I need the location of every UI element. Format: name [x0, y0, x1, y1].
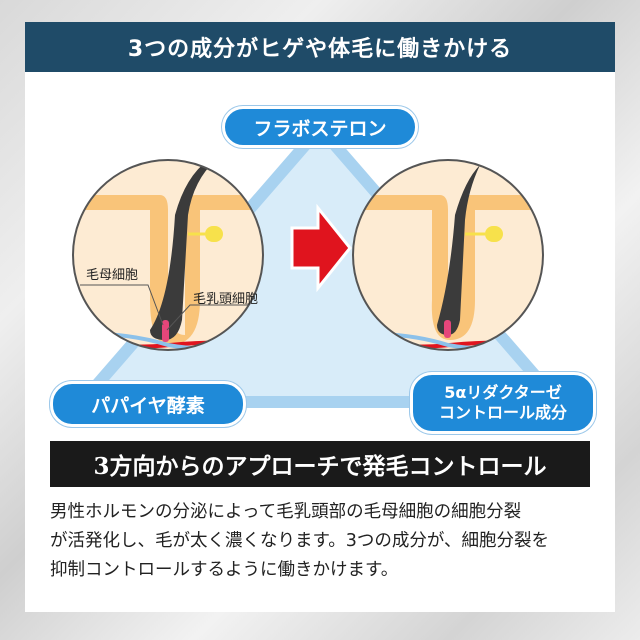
component-label-line1: 5αリダクターゼ — [444, 383, 562, 402]
arrow-right-icon — [290, 203, 352, 293]
approach-banner: 3方向からのアプローチで発毛コントロール — [50, 441, 590, 487]
hair-circle-before — [73, 160, 263, 350]
description-line: が活発化し、毛が太く濃くなります。3つの成分が、細胞分裂を — [50, 531, 550, 551]
page-title: 3つの成分がヒゲや体毛に働きかける — [25, 22, 615, 72]
label-hair-matrix-cell: 毛母細胞 — [86, 268, 139, 283]
component-5a-reductase-control: 5αリダクターゼ コントロール成分 — [410, 372, 596, 434]
component-label: フラボステロン — [253, 117, 387, 140]
component-flavosterone: フラボステロン — [222, 106, 418, 148]
description: 男性ホルモンの分泌によって毛乳頭部の毛母細胞の細胞分裂 が活発化し、毛が太く濃く… — [50, 498, 600, 585]
label-dermal-papilla-cell: 毛乳頭細胞 — [193, 292, 259, 307]
component-label: パパイヤ酵素 — [91, 394, 205, 417]
description-line: 抑制コントロールするように働きかけます。 — [50, 560, 399, 580]
component-papaya-enzyme: パパイヤ酵素 — [50, 381, 246, 427]
hair-circle-after — [353, 160, 543, 350]
component-label-line2: コントロール成分 — [438, 403, 567, 422]
description-line: 男性ホルモンの分泌によって毛乳頭部の毛母細胞の細胞分裂 — [50, 502, 522, 522]
